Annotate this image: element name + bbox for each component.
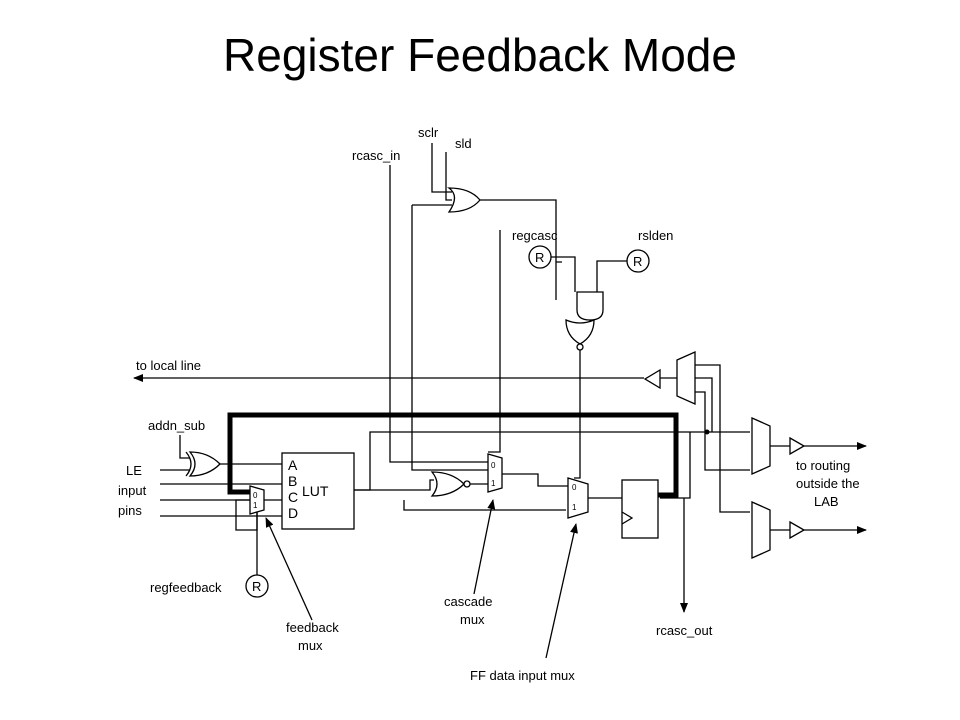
lut-input-b: B	[288, 473, 297, 489]
local-mux-inputs	[695, 364, 750, 513]
feedback-mux-callout	[265, 517, 313, 621]
addn-sub-wire	[179, 435, 190, 459]
register-feedback-path	[227, 412, 679, 498]
rslden-wire	[596, 260, 627, 292]
local-line-buffer	[643, 368, 661, 390]
regfeedback-label: regfeedback	[150, 580, 222, 595]
regfeedback-r: R	[252, 579, 261, 594]
lut-block	[281, 452, 355, 530]
lut-input-c: C	[288, 489, 298, 505]
to-routing-label-3: LAB	[814, 494, 839, 509]
top-output-buffer	[789, 436, 806, 456]
ff-mux-callout-label: FF data input mux	[470, 668, 575, 683]
and-gate	[576, 291, 604, 321]
nor-bubble	[576, 343, 584, 351]
junction-dot	[704, 429, 710, 435]
lut-label: LUT	[302, 483, 329, 499]
rslden-r: R	[633, 254, 642, 269]
lut-input-a: A	[288, 457, 298, 473]
cascade-mux-0: 0	[491, 461, 496, 470]
cascade-mux-callout	[473, 499, 496, 595]
regcasc-label: regcasc	[512, 228, 558, 243]
feedback-mux	[249, 485, 265, 515]
feedback-callout-2: mux	[298, 638, 323, 653]
nor-output-wire	[574, 350, 581, 479]
ff-mux-0: 0	[572, 483, 577, 492]
cascade-nor-gate	[430, 471, 465, 497]
cascade-mux	[487, 453, 503, 493]
cascade-nor-bubble	[463, 480, 471, 488]
clear-load-or-gate	[447, 187, 481, 213]
nor-gate	[565, 319, 595, 345]
feedback-mux-1: 1	[253, 501, 258, 510]
rcasc-in-label: rcasc_in	[352, 148, 400, 163]
routing-mux-top	[751, 416, 771, 476]
lut-input-d: D	[288, 505, 298, 521]
lut-bypass	[403, 500, 566, 511]
or-feed-mux	[411, 204, 490, 471]
regcasc-r: R	[535, 250, 544, 265]
to-local-line-label: to local line	[136, 358, 201, 373]
ff-output-wire	[660, 431, 750, 499]
le-label: LE	[126, 463, 142, 478]
to-routing-label-2: outside the	[796, 476, 860, 491]
xor-gate	[188, 451, 221, 477]
cascade-mux-1: 1	[491, 479, 496, 488]
regcasc-wire	[551, 256, 576, 292]
to-routing-label-1: to routing	[796, 458, 850, 473]
local-line-mux	[676, 350, 696, 406]
rslden-label: rslden	[638, 228, 673, 243]
sld-label: sld	[455, 136, 472, 151]
regcasc-to-mux	[488, 230, 501, 453]
slide-title: Register Feedback Mode	[223, 29, 737, 81]
or-output-wire	[480, 199, 562, 300]
sclr-label: sclr	[418, 125, 439, 140]
ff-mux-1: 1	[572, 503, 577, 512]
sld-wire	[445, 152, 452, 201]
feedback-mux-0: 0	[253, 491, 258, 500]
rcasc-out-label: rcasc_out	[656, 623, 713, 638]
pins-label: pins	[118, 503, 142, 518]
rcasc-in-wire	[389, 165, 488, 463]
lut-to-nor	[354, 479, 434, 491]
feedback-callout-1: feedback	[286, 620, 339, 635]
xor-gate-line	[185, 451, 192, 477]
addn-sub-label: addn_sub	[148, 418, 205, 433]
bottom-output-buffer	[789, 520, 806, 540]
cascade-callout-1: cascade	[444, 594, 492, 609]
flip-flop-register	[621, 479, 659, 539]
clock-triangle	[621, 511, 634, 525]
sclr-wire	[431, 143, 452, 193]
cascade-callout-2: mux	[460, 612, 485, 627]
input-label: input	[118, 483, 147, 498]
cascade-mux-out	[502, 473, 568, 487]
ff-mux-callout	[545, 523, 578, 659]
routing-mux-bottom	[751, 500, 771, 560]
ff-data-input-mux	[567, 477, 589, 519]
